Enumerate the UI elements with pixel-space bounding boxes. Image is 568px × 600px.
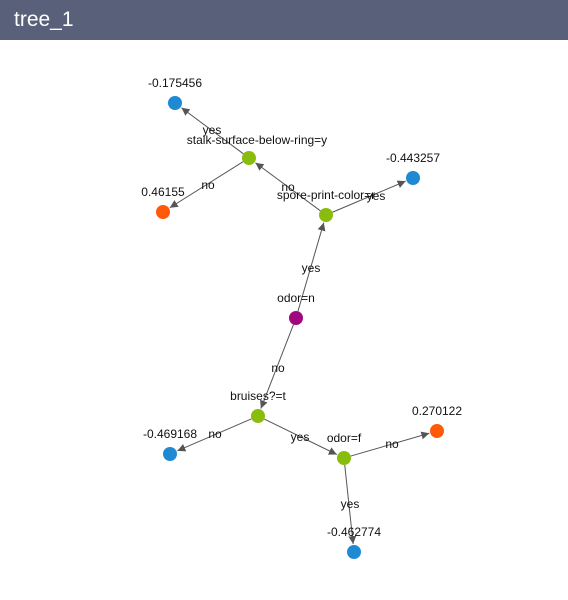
leaf-node[interactable] [156,205,170,219]
leaf-value-label: -0.175456 [148,76,202,90]
split-node[interactable] [337,451,351,465]
leaf-node[interactable] [406,171,420,185]
edge-label-no: no [385,437,399,451]
leaf-value-label: 0.270122 [412,404,462,418]
leaf-value-label: -0.462774 [327,525,381,539]
edge-n6-n7 [177,418,252,452]
edge-label-no: no [208,427,222,441]
edge-label-yes: yes [302,261,321,275]
edge-label-yes: yes [203,123,222,137]
leaf-value-label: -0.469168 [143,427,197,441]
edge-n8-n10 [344,464,357,545]
tree-diagram: yes no yes no yes no no yes no yes odor=n spore-pr… [141,76,462,559]
leaf-node[interactable] [163,447,177,461]
split-condition-label: stalk-surface-below-ring=y [187,133,327,147]
window-title-bar: tree_1 [0,0,568,40]
split-condition-label: bruises?=t [230,389,286,403]
edge-n0-n1 [297,222,326,312]
edges-layer: yes no yes no yes no no yes no yes [169,107,430,545]
leaf-value-label: -0.443257 [386,151,440,165]
edge-label-no: no [201,178,215,192]
split-node[interactable] [319,208,333,222]
edge-label-yes: yes [291,430,310,444]
edge-label-no: no [281,180,295,194]
edge-n0-n6 [260,324,294,409]
edge-n1-n2 [255,162,321,212]
nodes-layer: odor=n spore-print-color=r stalk-surface-b… [141,76,462,559]
root-node[interactable] [289,311,303,325]
edge-n8-n9 [350,431,430,457]
split-condition-label: spore-print-color=r [277,188,375,202]
leaf-node[interactable] [168,96,182,110]
window-title: tree_1 [14,8,74,31]
edge-n6-n8 [264,418,338,455]
split-node[interactable] [251,409,265,423]
split-condition-label: odor=f [327,431,362,445]
leaf-node[interactable] [347,545,361,559]
split-node[interactable] [242,151,256,165]
edge-n1-n5 [332,180,406,213]
edge-label-yes: yes [341,497,360,511]
edge-n2-n3 [181,107,244,155]
edge-label-yes: yes [367,189,386,203]
leaf-node[interactable] [430,424,444,438]
edge-n2-n4 [169,161,244,209]
split-condition-label: odor=n [277,291,315,305]
leaf-value-label: 0.46155 [141,185,185,199]
edge-label-no: no [271,361,285,375]
